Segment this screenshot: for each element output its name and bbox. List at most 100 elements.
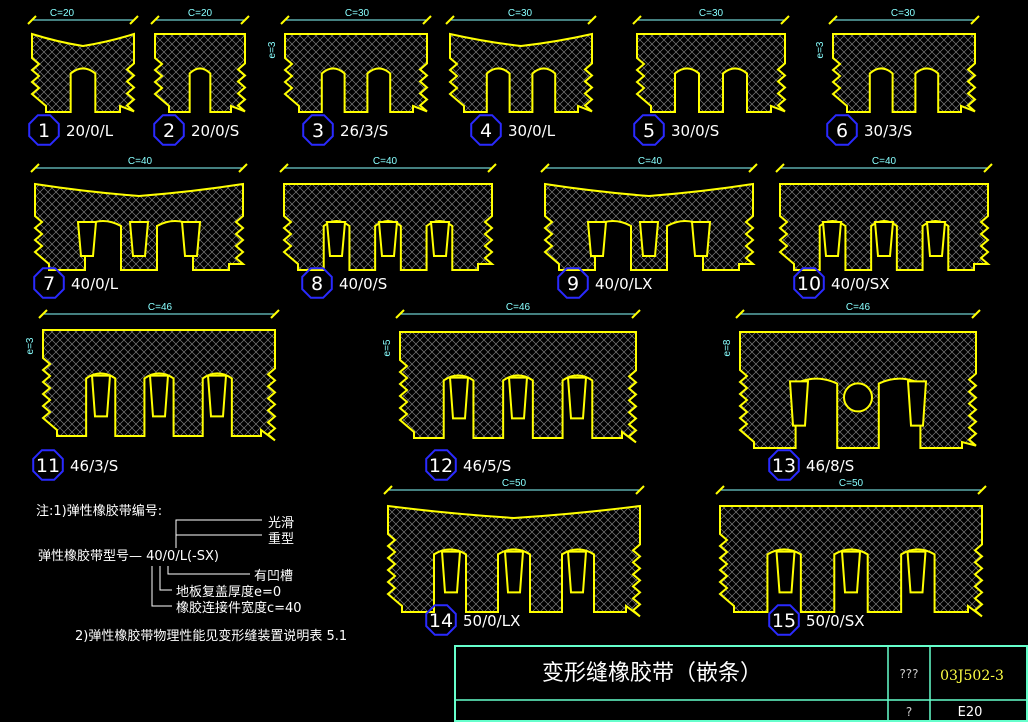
leader-line	[159, 566, 172, 591]
profile-number: 6	[836, 120, 848, 142]
profile-void	[925, 221, 947, 257]
dimension-tick	[775, 163, 785, 173]
width-dimension-label: C=20	[50, 8, 75, 19]
id-badge	[633, 114, 665, 146]
dimension-tick	[983, 163, 993, 173]
profile-void	[128, 221, 150, 257]
leader-line	[167, 566, 250, 575]
width-dimension-label: C=50	[502, 478, 527, 489]
dimension-tick	[445, 15, 455, 25]
width-dimension-label: C=50	[839, 478, 864, 489]
thickness-dimension-label: e=3	[25, 337, 36, 354]
profile-13: C=46 e=8 13 46/8/S	[722, 302, 981, 481]
profile-void	[638, 221, 660, 257]
profile-code: 40/0/L	[71, 275, 119, 293]
profile-void	[873, 221, 895, 257]
profile-void	[906, 380, 928, 427]
dimension-tick	[487, 163, 497, 173]
profile-void	[206, 374, 228, 418]
dimension-tick	[422, 15, 432, 25]
notes-layer: 注:1)弹性橡胶带编号:弹性橡胶带型号— 40/0/L(-SX)光滑重型有凹槽地…	[36, 503, 347, 644]
dimension-tick	[129, 15, 139, 25]
profile-void	[821, 221, 843, 257]
dimension-tick	[715, 485, 725, 495]
profile-code: 46/8/S	[806, 457, 854, 475]
thickness-dimension-label: e=5	[382, 339, 393, 356]
profile-number: 4	[480, 120, 492, 142]
profile-code: 26/3/S	[340, 122, 388, 140]
dimension-tick	[270, 309, 280, 319]
dimension-tick	[587, 15, 597, 25]
profile-code: 50/0/LX	[463, 612, 520, 630]
profile-number: 14	[429, 610, 453, 632]
dimension-tick	[383, 485, 393, 495]
dimension-tick	[279, 163, 289, 173]
dimension-tick	[30, 163, 40, 173]
rubber-profile-shape	[30, 32, 136, 113]
profile-void	[76, 221, 98, 257]
profile-14: C=50 14 50/0/LX	[383, 478, 645, 636]
profile-void	[148, 374, 170, 418]
profile-code: 30/3/S	[864, 122, 912, 140]
note-2: 2)弹性橡胶带物理性能见变形缝装置说明表 5.1	[75, 628, 347, 644]
profile-code: 30/0/S	[671, 122, 719, 140]
width-dimension-label: C=40	[872, 156, 897, 167]
note-heavy: 重型	[268, 531, 294, 547]
profile-void	[586, 221, 608, 257]
profile-void	[690, 221, 712, 257]
profile-code: 20/0/L	[66, 122, 114, 140]
dimension-tick	[395, 309, 405, 319]
profile-number: 9	[567, 273, 579, 295]
profile-void	[448, 376, 470, 420]
thickness-dimension-label: e=3	[815, 41, 826, 58]
width-dimension-label: C=40	[373, 156, 398, 167]
rubber-profile-shape	[448, 32, 594, 113]
profile-number: 1	[38, 120, 50, 142]
profile-number: 13	[772, 455, 796, 477]
profile-void	[906, 550, 927, 594]
profile-void	[325, 221, 347, 257]
dimension-tick	[238, 163, 248, 173]
id-badge	[768, 449, 800, 481]
width-dimension-label: C=30	[699, 8, 724, 19]
leader-line	[175, 519, 262, 548]
profile-void	[840, 550, 862, 594]
profile-code: 40/0/S	[339, 275, 387, 293]
width-dimension-label: C=20	[188, 8, 213, 19]
dimension-tick	[635, 485, 645, 495]
page-number: E20	[958, 705, 983, 720]
profile-void	[503, 550, 525, 594]
rubber-profile-shape	[831, 32, 977, 113]
id-badge	[826, 114, 858, 146]
dimension-tick	[971, 309, 981, 319]
note-width: 橡胶连接件宽度c=40	[176, 600, 302, 616]
width-dimension-label: C=46	[846, 302, 871, 313]
profile-void	[180, 221, 202, 257]
dimension-tick	[631, 309, 641, 319]
id-badge	[470, 114, 502, 146]
profile-number: 12	[429, 455, 453, 477]
id-badge	[768, 604, 800, 636]
thickness-dimension-label: e=8	[722, 339, 733, 356]
dimension-tick	[240, 15, 250, 25]
dimension-tick	[780, 15, 790, 25]
rubber-profile-shape	[283, 32, 429, 113]
id-badge	[425, 449, 457, 481]
id-badge	[32, 449, 64, 481]
id-badge	[301, 267, 333, 299]
dimension-tick	[150, 15, 160, 25]
rubber-profile-shape	[386, 504, 642, 618]
title-block: 变形缝橡胶带（嵌条）???03J502-3?E20	[454, 645, 1028, 722]
page-label: ?	[906, 705, 912, 719]
id-badge	[425, 604, 457, 636]
profile-code: 46/5/S	[463, 457, 511, 475]
profile-code: 46/3/S	[70, 457, 118, 475]
